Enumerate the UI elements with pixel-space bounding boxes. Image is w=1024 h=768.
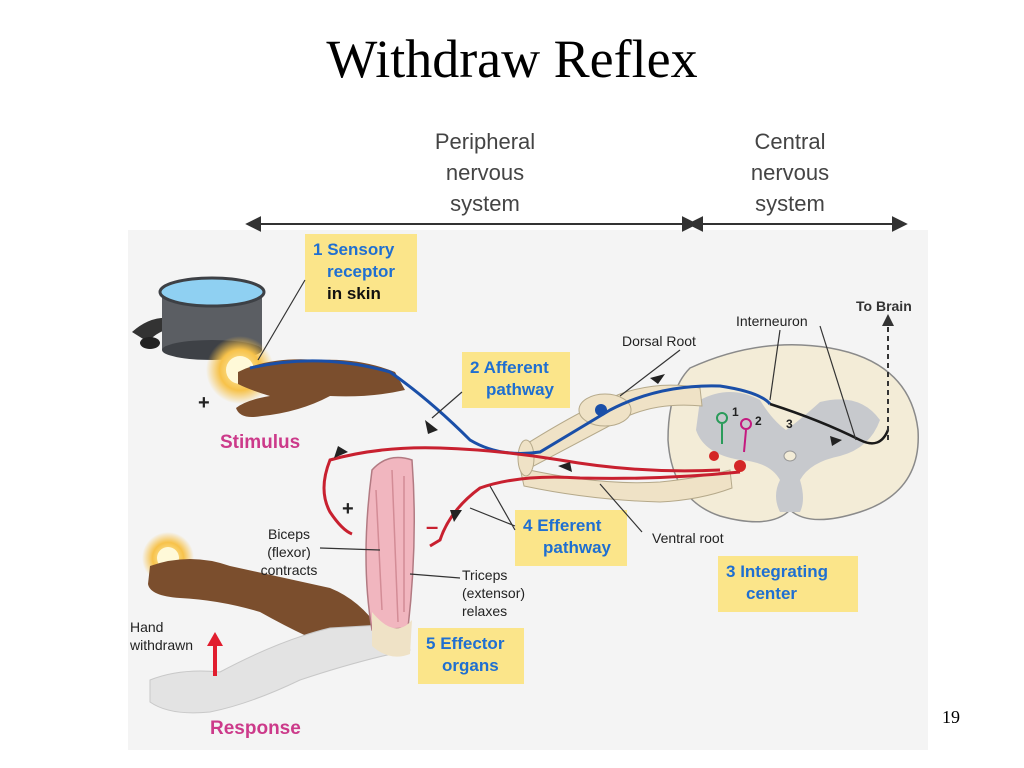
triceps-line-2: (extensor): [462, 585, 526, 601]
synapse-number-3: 3: [786, 417, 793, 431]
upper-hand-illustration: [236, 359, 405, 417]
step-text: Effector: [440, 634, 505, 653]
step-number: 3: [726, 562, 736, 581]
afferent-pathway-line: [249, 359, 772, 455]
biceps-line-2: (flexor): [267, 544, 311, 560]
central-line-3: system: [755, 191, 825, 216]
peripheral-line-1: Peripheral: [434, 129, 536, 154]
central-line-2: nervous: [750, 160, 830, 185]
step-number: 2: [470, 358, 480, 377]
step-text: Afferent: [483, 358, 549, 377]
step-text: Efferent: [537, 516, 602, 535]
ventral-root: [519, 467, 733, 503]
step-3-integrating-center: 3 Integrating center: [718, 556, 858, 612]
step-text: pathway: [486, 380, 555, 399]
peripheral-line-2: nervous: [445, 160, 525, 185]
step-text: center: [746, 584, 798, 603]
to-brain-label: To Brain: [856, 298, 912, 314]
peripheral-system-label: Peripheral nervous system: [395, 126, 575, 219]
step-text: pathway: [543, 538, 612, 557]
step-number: 5: [426, 634, 436, 653]
step-text: Integrating: [740, 562, 829, 581]
hand-withdrawn-label: Hand withdrawn: [130, 618, 193, 654]
step-text: in skin: [327, 284, 381, 303]
step-5-effector-organs: 5 Effector organs: [418, 628, 524, 684]
step-text: Sensory: [327, 240, 395, 259]
dorsal-root-label: Dorsal Root: [622, 333, 696, 349]
synapse-marks: [709, 412, 752, 472]
slide-title: Withdraw Reflex: [326, 29, 698, 89]
triceps-line-1: Triceps: [462, 567, 508, 583]
efferent-pathway-biceps: [322, 446, 721, 536]
step-text: receptor: [327, 262, 396, 281]
flow-arrows: [334, 374, 842, 522]
ventral-root-label: Ventral root: [652, 530, 724, 546]
spinal-nerve: [517, 439, 535, 477]
hand-withdrawn-line-2: withdrawn: [130, 637, 194, 653]
biceps-plus-sign: +: [342, 498, 354, 520]
step-4-efferent-pathway: 4 Efferent pathway: [515, 510, 627, 566]
triceps-label: Triceps (extensor) relaxes: [462, 566, 525, 620]
interneuron-label: Interneuron: [736, 313, 808, 329]
dorsal-root-ganglion-cell: [595, 404, 607, 416]
biceps-label: Biceps (flexor) contracts: [256, 525, 322, 579]
hand-withdrawn-line-1: Hand: [130, 619, 164, 635]
synapse-number-2: 2: [755, 414, 762, 428]
step-2-afferent-pathway: 2 Afferent pathway: [462, 352, 570, 408]
interneuron-line: [769, 402, 890, 445]
synapse-number-1: 1: [732, 405, 739, 419]
withdrawn-arrow: [207, 632, 223, 676]
triceps-line-3: relaxes: [462, 603, 508, 619]
stimulus-label: Stimulus: [220, 432, 301, 453]
central-system-label: Central nervous system: [710, 126, 870, 219]
step-1-sensory-receptor: 1 Sensory receptor in skin: [305, 234, 417, 312]
ghost-arm-illustration: [149, 623, 411, 714]
step-text: organs: [442, 656, 499, 675]
triceps-minus-sign: –: [426, 514, 439, 539]
upper-arm-illustration: [365, 456, 415, 657]
peripheral-line-3: system: [450, 191, 520, 216]
step-number: 1: [313, 240, 323, 259]
central-line-1: Central: [754, 129, 826, 154]
stimulus-plus-sign: +: [198, 392, 210, 414]
step-number: 4: [523, 516, 533, 535]
to-brain-arrow: [882, 314, 894, 440]
response-label: Response: [210, 718, 301, 739]
biceps-line-1: Biceps: [267, 526, 311, 542]
page-number: 19: [942, 707, 960, 727]
biceps-line-3: contracts: [260, 562, 318, 578]
